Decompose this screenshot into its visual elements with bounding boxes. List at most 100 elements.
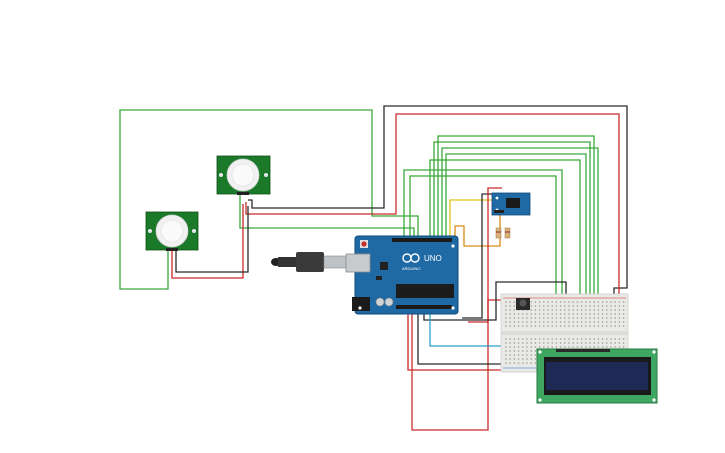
breadboard-hole xyxy=(585,325,587,327)
breadboard-hole xyxy=(513,358,516,360)
lcd-display[interactable] xyxy=(536,348,658,404)
breadboard-hole xyxy=(572,338,574,340)
usb-cable[interactable] xyxy=(271,252,347,272)
breadboard-hole xyxy=(547,325,549,327)
breadboard-hole xyxy=(526,317,528,319)
breadboard-hole xyxy=(522,350,524,352)
wire-red-bottom-loop[interactable] xyxy=(411,299,503,431)
breadboard-hole xyxy=(593,309,595,311)
breadboard-hole xyxy=(526,350,528,352)
wire-green-lcd-7[interactable] xyxy=(409,175,557,352)
wire-green-lcd-1[interactable] xyxy=(437,135,595,352)
breadboard-hole xyxy=(517,313,520,315)
breadboard-hole xyxy=(580,317,583,319)
resistor-1[interactable] xyxy=(495,227,502,239)
breadboard-hole xyxy=(606,313,608,315)
breadboard-hole xyxy=(564,313,566,315)
breadboard-hole xyxy=(547,346,549,348)
breadboard-hole xyxy=(517,338,520,340)
breadboard-hole xyxy=(576,317,579,319)
breadboard-hole xyxy=(534,321,537,323)
breadboard-hole xyxy=(555,301,558,303)
breadboard-hole xyxy=(559,309,562,311)
breadboard-hole xyxy=(576,305,579,307)
breadboard-hole xyxy=(538,317,541,319)
breadboard-hole xyxy=(614,321,616,323)
breadboard-hole xyxy=(547,338,549,340)
breadboard-hole xyxy=(530,354,532,356)
breadboard-hole xyxy=(543,301,545,303)
breadboard-hole xyxy=(585,301,587,303)
breadboard-hole xyxy=(513,321,516,323)
breadboard-hole xyxy=(610,317,612,319)
wire-red-bottom-2[interactable] xyxy=(407,314,540,371)
breadboard-hole xyxy=(593,313,595,315)
breadboard-hole xyxy=(618,305,621,307)
breadboard-hole xyxy=(522,358,524,360)
wire-red-rtc[interactable] xyxy=(468,187,502,323)
wire-green-lcd-5[interactable] xyxy=(429,159,581,352)
wire-red-pir-left[interactable] xyxy=(171,204,244,279)
breadboard-hole xyxy=(505,358,507,360)
breadboard-hole xyxy=(564,317,566,319)
breadboard-hole xyxy=(513,313,516,315)
wire-orange-rtc[interactable] xyxy=(454,214,501,247)
breadboard-hole xyxy=(589,305,591,307)
wire-black-pir-left[interactable] xyxy=(175,206,249,273)
breadboard-hole xyxy=(551,325,553,327)
wire-black-top[interactable] xyxy=(248,105,628,300)
breadboard-hole xyxy=(580,321,583,323)
breadboard-hole xyxy=(601,321,604,323)
wire-green-lcd-3[interactable] xyxy=(441,147,599,352)
breadboard-hole xyxy=(526,325,528,327)
potentiometer[interactable] xyxy=(516,298,530,310)
breadboard-hole xyxy=(509,313,512,315)
breadboard-hole xyxy=(580,305,583,307)
breadboard-hole xyxy=(572,342,574,344)
wire-green-lcd-2[interactable] xyxy=(433,141,591,352)
pir-sensor-left[interactable] xyxy=(145,211,199,251)
breadboard-hole xyxy=(589,338,591,340)
breadboard-hole xyxy=(568,342,570,344)
breadboard-hole xyxy=(526,358,528,360)
breadboard-hole xyxy=(530,362,532,364)
wire-black-bottom-2[interactable] xyxy=(423,281,567,321)
breadboard-hole xyxy=(614,346,616,348)
breadboard-hole xyxy=(547,305,549,307)
wire-yellow-rtc[interactable] xyxy=(449,199,494,238)
breadboard-hole xyxy=(505,301,507,303)
breadboard-hole xyxy=(551,346,553,348)
breadboard-hole xyxy=(593,317,595,319)
breadboard-hole xyxy=(601,301,604,303)
breadboard-hole xyxy=(513,346,516,348)
breadboard-hole xyxy=(530,358,532,360)
breadboard-hole xyxy=(597,313,600,315)
breadboard-hole xyxy=(509,342,512,344)
wire-green-pir-right[interactable] xyxy=(239,194,415,238)
breadboard-hole xyxy=(530,338,532,340)
wire-green-lcd-6[interactable] xyxy=(403,169,563,352)
breadboard-hole xyxy=(547,301,549,303)
breadboard-hole xyxy=(597,317,600,319)
breadboard-hole xyxy=(530,317,532,319)
wire-black-rtc[interactable] xyxy=(462,193,498,319)
breadboard-hole xyxy=(614,342,616,344)
breadboard-hole xyxy=(568,346,570,348)
breadboard-hole xyxy=(530,325,532,327)
arduino-uno[interactable]: UNO ARDUINO xyxy=(345,235,459,315)
breadboard-hole xyxy=(509,321,512,323)
wire-green-lcd-4[interactable] xyxy=(445,153,587,352)
breadboard-hole xyxy=(576,301,579,303)
breadboard-hole xyxy=(551,309,553,311)
pir-sensor-right[interactable] xyxy=(216,155,271,195)
breadboard-hole xyxy=(538,325,541,327)
breadboard-hole xyxy=(551,342,553,344)
breadboard-hole xyxy=(589,342,591,344)
wire-black-bottom-1[interactable] xyxy=(417,314,540,365)
resistor-2[interactable] xyxy=(504,227,511,239)
breadboard-hole xyxy=(538,338,541,340)
breadboard-hole xyxy=(593,321,595,323)
breadboard-hole xyxy=(564,321,566,323)
breadboard-hole xyxy=(601,338,604,340)
rtc-module[interactable] xyxy=(491,192,531,216)
